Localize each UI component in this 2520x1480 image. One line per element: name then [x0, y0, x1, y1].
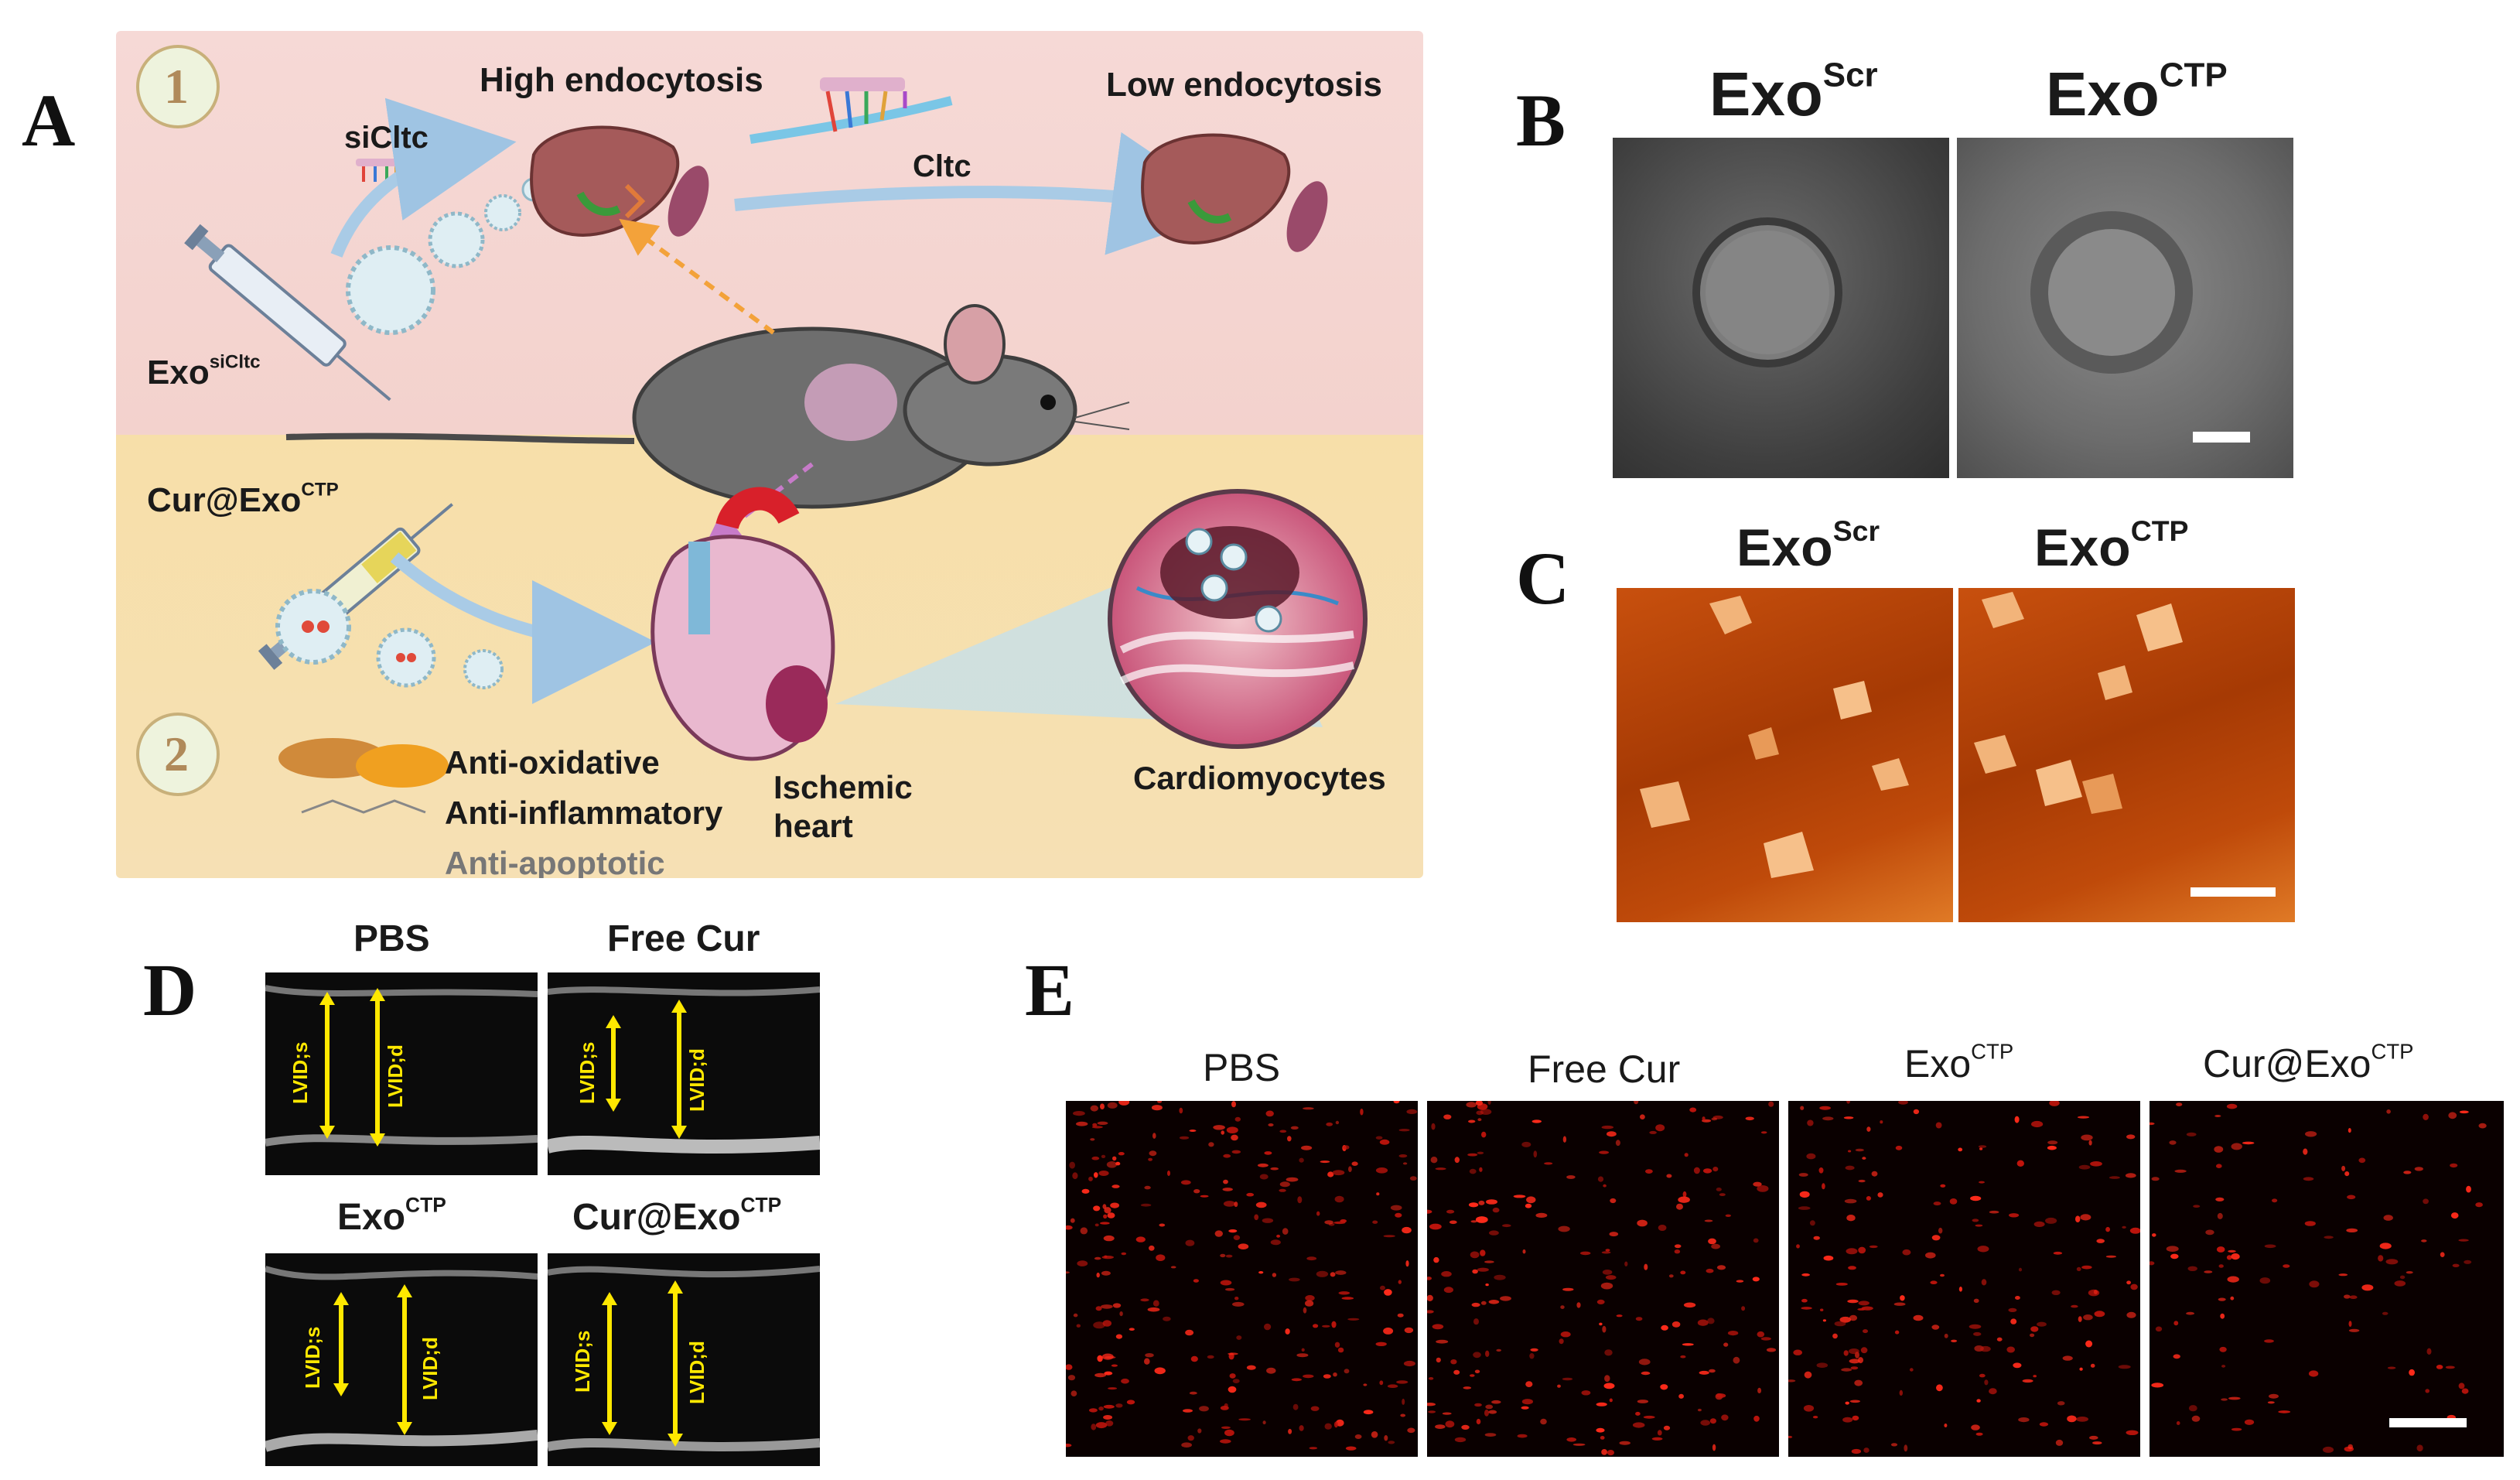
panel-e-cur-exo-ctp-title: Cur@ExoCTP — [2203, 1039, 2414, 1085]
panel-d-pbs-title: PBS — [353, 918, 430, 959]
tem-image-exo-scr — [1613, 138, 1949, 478]
echo-image-exo-ctp: LVID;s LVID;d — [265, 1253, 538, 1466]
echo-image-cur-exo-ctp: LVID;s LVID;d — [548, 1253, 820, 1466]
anti-inflammatory-label: Anti-inflammatory — [445, 795, 723, 831]
panel-letter-c: C — [1516, 537, 1570, 620]
step2-badge-number: 2 — [164, 726, 189, 781]
cur-exo-ctp-label: Cur@ExoCTP — [147, 479, 339, 519]
exosome-particles-bottom — [275, 589, 504, 689]
cur-exo-ctp-lvid-s-label: LVID;s — [571, 1330, 594, 1393]
panel-d-free-cur-title: Free Cur — [607, 918, 760, 959]
pbs-lvid-s-label: LVID;s — [289, 1041, 312, 1104]
arrow-to-liver — [330, 97, 517, 258]
panel-d-cur-exo-ctp-title: Cur@ExoCTP — [572, 1193, 782, 1238]
exo-ctp-lvid-d-label: LVID;d — [418, 1337, 442, 1400]
fluorescence-scale-bar — [2389, 1418, 2467, 1427]
afm-scale-bar — [2190, 887, 2276, 897]
panel-b-right-title: ExoCTP — [2046, 56, 2228, 128]
high-endocytosis-label: High endocytosis — [480, 61, 763, 99]
arrow-to-low-endocytosis — [734, 132, 1236, 255]
sicltc-label: siCltc — [344, 121, 429, 155]
low-endocytosis-label: Low endocytosis — [1106, 66, 1382, 104]
fluorescence-image-free-cur — [1427, 1101, 1779, 1457]
mouse-icon — [285, 304, 1130, 509]
panel-letter-e: E — [1025, 948, 1075, 1031]
step2-badge — [136, 713, 220, 796]
panel-b-left-title: ExoScr — [1709, 56, 1878, 128]
panel-e-pbs-title: PBS — [1203, 1046, 1281, 1089]
fluorescence-image-cur-exo-ctp — [2150, 1101, 2504, 1457]
free-cur-lvid-s-label: LVID;s — [575, 1041, 599, 1104]
schematic-illustration — [136, 45, 1368, 814]
free-cur-lvid-d-label: LVID;d — [685, 1048, 709, 1112]
panel-e-free-cur-title: Free Cur — [1528, 1048, 1681, 1091]
panel-letter-d: D — [143, 948, 197, 1031]
ischemic-label: Ischemic — [773, 769, 913, 805]
panel-c-left-title: ExoScr — [1736, 514, 1880, 577]
panel-c-right-title: ExoCTP — [2034, 514, 2189, 577]
spleen-icon — [668, 166, 709, 237]
exo-ctp-lvid-s-label: LVID;s — [301, 1326, 324, 1389]
anti-apoptotic-label: Anti-apoptotic — [445, 845, 665, 879]
curcumin-icon — [278, 738, 449, 814]
liver-low-endocytosis-icon — [1141, 133, 1291, 244]
schematic-panel-a: 1 2 High endocytosis Low endocytosis siC… — [116, 31, 1423, 878]
pbs-lvid-d-label: LVID;d — [384, 1044, 407, 1108]
exo-sicltc-label: ExosiCltc — [147, 351, 261, 391]
panel-letter-b: B — [1516, 79, 1566, 162]
fluorescence-image-exo-ctp — [1788, 1101, 2140, 1457]
dashed-arrow-to-liver — [619, 218, 775, 335]
tem-image-exo-ctp — [1957, 138, 2293, 478]
tem-scale-bar — [2193, 432, 2250, 443]
panel-letter-a: A — [22, 79, 76, 162]
afm-image-exo-scr — [1617, 588, 1953, 922]
liver-high-endocytosis-icon — [530, 125, 680, 237]
fluorescence-image-pbs — [1066, 1101, 1418, 1457]
cur-exo-ctp-lvid-d-label: LVID;d — [685, 1341, 709, 1404]
cltc-gene-icon — [750, 77, 953, 144]
panel-e-exo-ctp-title: ExoCTP — [1904, 1039, 2014, 1085]
step1-badge — [136, 45, 220, 128]
heart-label: heart — [773, 808, 853, 844]
echo-image-free-cur: LVID;s LVID;d — [548, 972, 820, 1175]
afm-image-exo-ctp — [1958, 588, 2295, 922]
anti-oxidative-label: Anti-oxidative — [445, 744, 660, 781]
syringe-top-icon — [184, 224, 391, 402]
cardiomyocytes-label: Cardiomyocytes — [1133, 760, 1386, 796]
ischemic-heart-icon — [650, 487, 835, 761]
cardiomyocytes-zoom-icon — [1108, 489, 1368, 749]
spleen-low-icon — [1286, 181, 1328, 252]
arrow-to-heart — [390, 552, 656, 704]
cltc-label: Cltc — [913, 149, 971, 183]
echo-image-pbs: LVID;s LVID;d — [265, 972, 538, 1175]
step1-badge-number: 1 — [164, 59, 189, 114]
panel-d-exo-ctp-title: ExoCTP — [337, 1193, 446, 1238]
